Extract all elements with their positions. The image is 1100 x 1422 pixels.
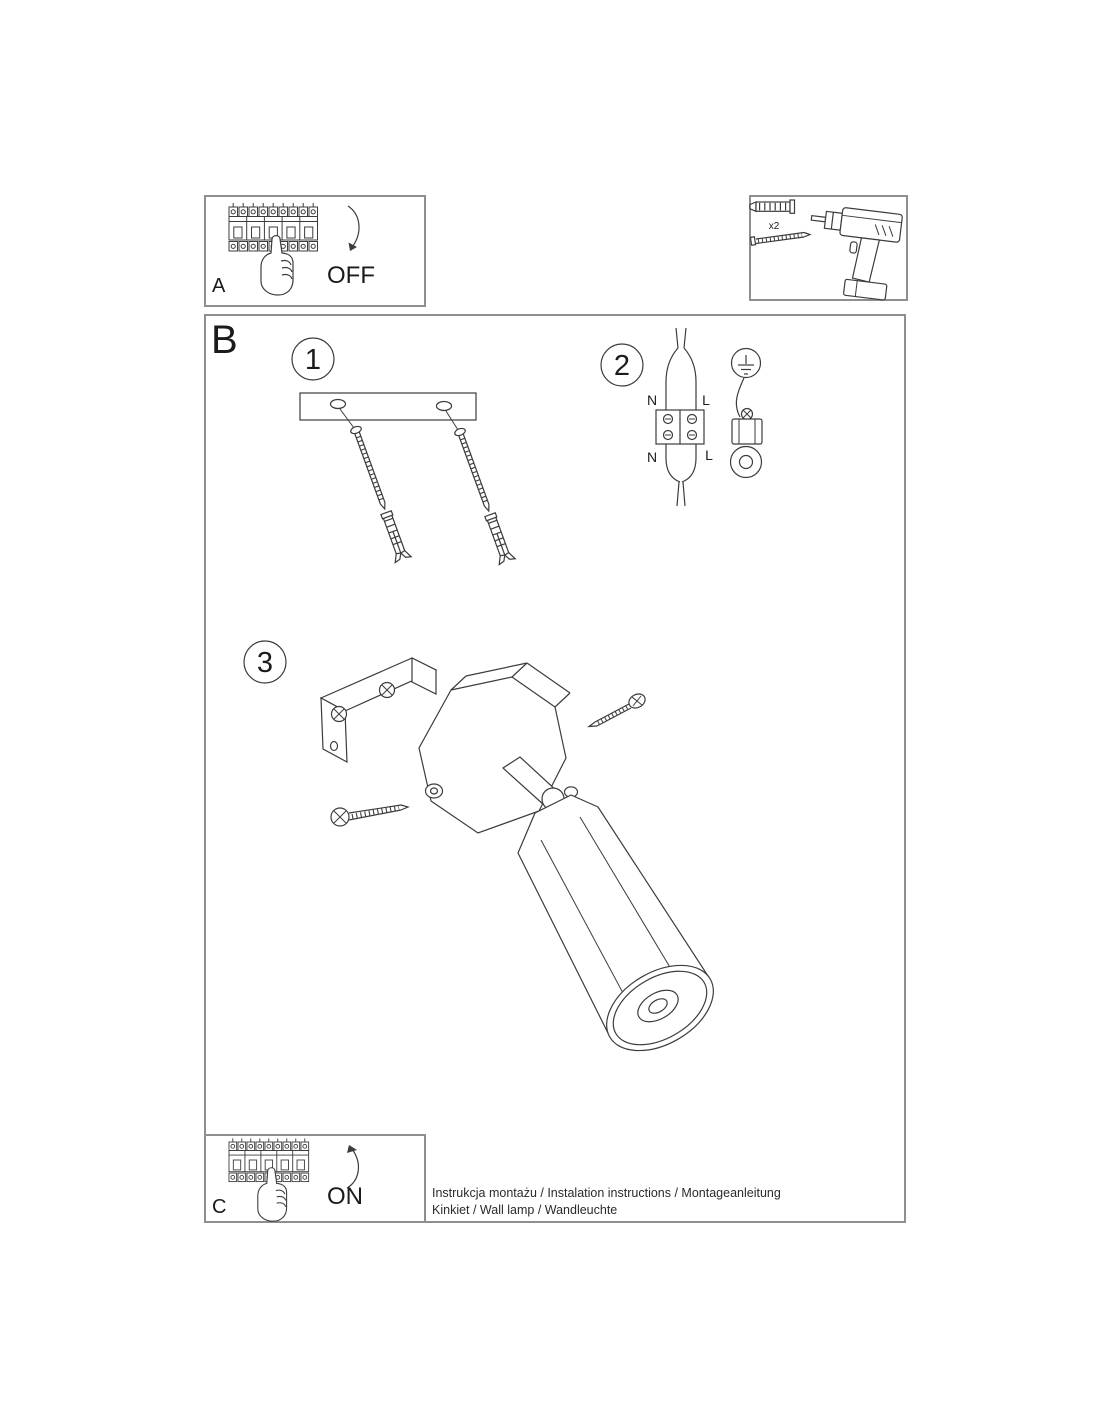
footer-line1: Instrukcja montażu / Instalation instruc… bbox=[432, 1186, 781, 1200]
wire-l-bottom-label: L bbox=[705, 447, 713, 463]
lamp-shade bbox=[517, 794, 714, 1052]
step1-badge: 1 bbox=[291, 337, 335, 381]
expansion-screw-left bbox=[347, 424, 411, 562]
panel-a-box: A OFF bbox=[204, 195, 426, 307]
footer-text: Instrukcja montażu / Instalation instruc… bbox=[432, 1186, 781, 1217]
step2-number: 2 bbox=[614, 350, 630, 382]
section-b-box: B 1 2 bbox=[204, 314, 906, 1223]
anchor-count-label: x2 bbox=[769, 221, 780, 232]
panel-a-label: A bbox=[212, 275, 226, 297]
mounting-bracket bbox=[319, 657, 438, 764]
section-b-label: B bbox=[211, 318, 238, 362]
step1-number: 1 bbox=[305, 344, 321, 376]
lamp-pivot-arm bbox=[502, 756, 579, 811]
wiring-diagram: N L N L bbox=[647, 327, 713, 507]
mounting-screw-icon bbox=[749, 231, 812, 246]
step3-number: 3 bbox=[257, 647, 273, 679]
fixing-screw-left bbox=[330, 804, 410, 827]
tools-box: x2 bbox=[749, 195, 908, 301]
flip-up-arrow-icon bbox=[346, 1145, 360, 1189]
wall-anchor-icon bbox=[749, 199, 796, 214]
panel-c-box: C ON bbox=[204, 1134, 426, 1223]
expansion-screw-right bbox=[451, 426, 515, 564]
wire-l-top-label: L bbox=[702, 392, 710, 408]
ground-symbol-icon bbox=[730, 347, 762, 379]
step2-badge: 2 bbox=[600, 343, 644, 387]
step3-badge: 3 bbox=[243, 640, 287, 684]
footer-line2: Kinkiet / Wall lamp / Wandleuchte bbox=[432, 1203, 617, 1217]
flip-down-arrow-icon bbox=[347, 205, 360, 251]
panel-c-state: ON bbox=[327, 1183, 363, 1210]
panel-c-label: C bbox=[212, 1196, 226, 1218]
fixing-screw-top bbox=[587, 693, 646, 728]
panel-a-state: OFF bbox=[327, 262, 375, 289]
breaker-panel-icon bbox=[228, 1137, 310, 1222]
ground-connector bbox=[729, 377, 763, 479]
mounting-plate bbox=[299, 392, 477, 431]
breaker-panel-icon bbox=[228, 202, 319, 296]
drill-icon bbox=[810, 207, 903, 301]
wire-n-bottom-label: N bbox=[647, 449, 657, 465]
terminal-block bbox=[655, 409, 705, 445]
wire-n-top-label: N bbox=[647, 392, 657, 408]
